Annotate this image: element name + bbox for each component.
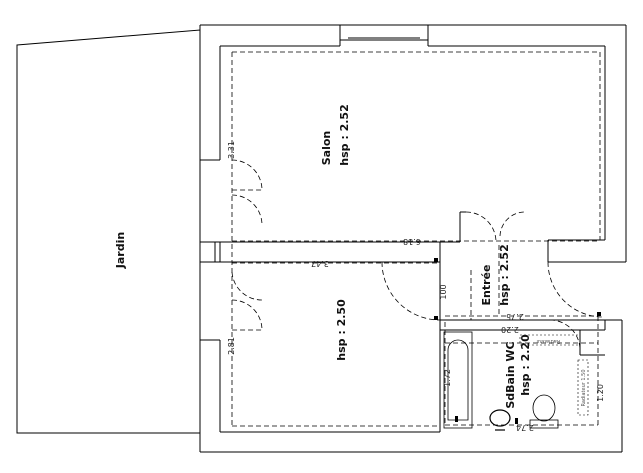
room-label-jardin: Jardin: [114, 232, 127, 269]
room-label-sdbain: SdBain WC: [504, 341, 517, 408]
sink-icon: [489, 409, 511, 431]
dimension-331: 3.31: [227, 141, 236, 159]
interior-walls: [200, 211, 606, 432]
dimension-274: 2.74: [516, 423, 534, 432]
dimension-220: 2.20: [501, 325, 519, 334]
annotation-radiateur-150: Radiateur 1.50: [581, 369, 587, 406]
dashed-lines: [231, 51, 601, 427]
dimension-172: 1.72: [443, 369, 452, 387]
radiator-icon: [519, 334, 589, 416]
dimension-100: 100: [439, 284, 448, 299]
toilet-icon: [529, 394, 559, 429]
garden-outline: [16, 29, 201, 434]
dimension-281: 2.81: [227, 337, 236, 355]
annotation-radiateur: Radiateur: [535, 338, 560, 344]
dimension-120: 1.20: [596, 384, 605, 402]
room-hsp-sdbain: hsp : 2.20: [519, 334, 532, 396]
room-label-salon: Salon: [320, 131, 333, 166]
dimension-347: 3.47: [311, 259, 329, 268]
exterior-walls: [199, 24, 627, 453]
wall-markers: [434, 258, 601, 424]
bathtub: [443, 331, 473, 429]
room-hsp-entree: hsp : 2.52: [498, 244, 511, 305]
dimension-618: 6.18: [403, 237, 421, 246]
doors: [231, 159, 604, 351]
dimension-275: 2.75: [506, 312, 524, 321]
room-hsp-salon: hsp : 2.52: [338, 104, 351, 165]
room-hsp-chambre: hsp : 2.50: [335, 299, 348, 361]
room-label-entree: Entrée: [480, 265, 493, 306]
